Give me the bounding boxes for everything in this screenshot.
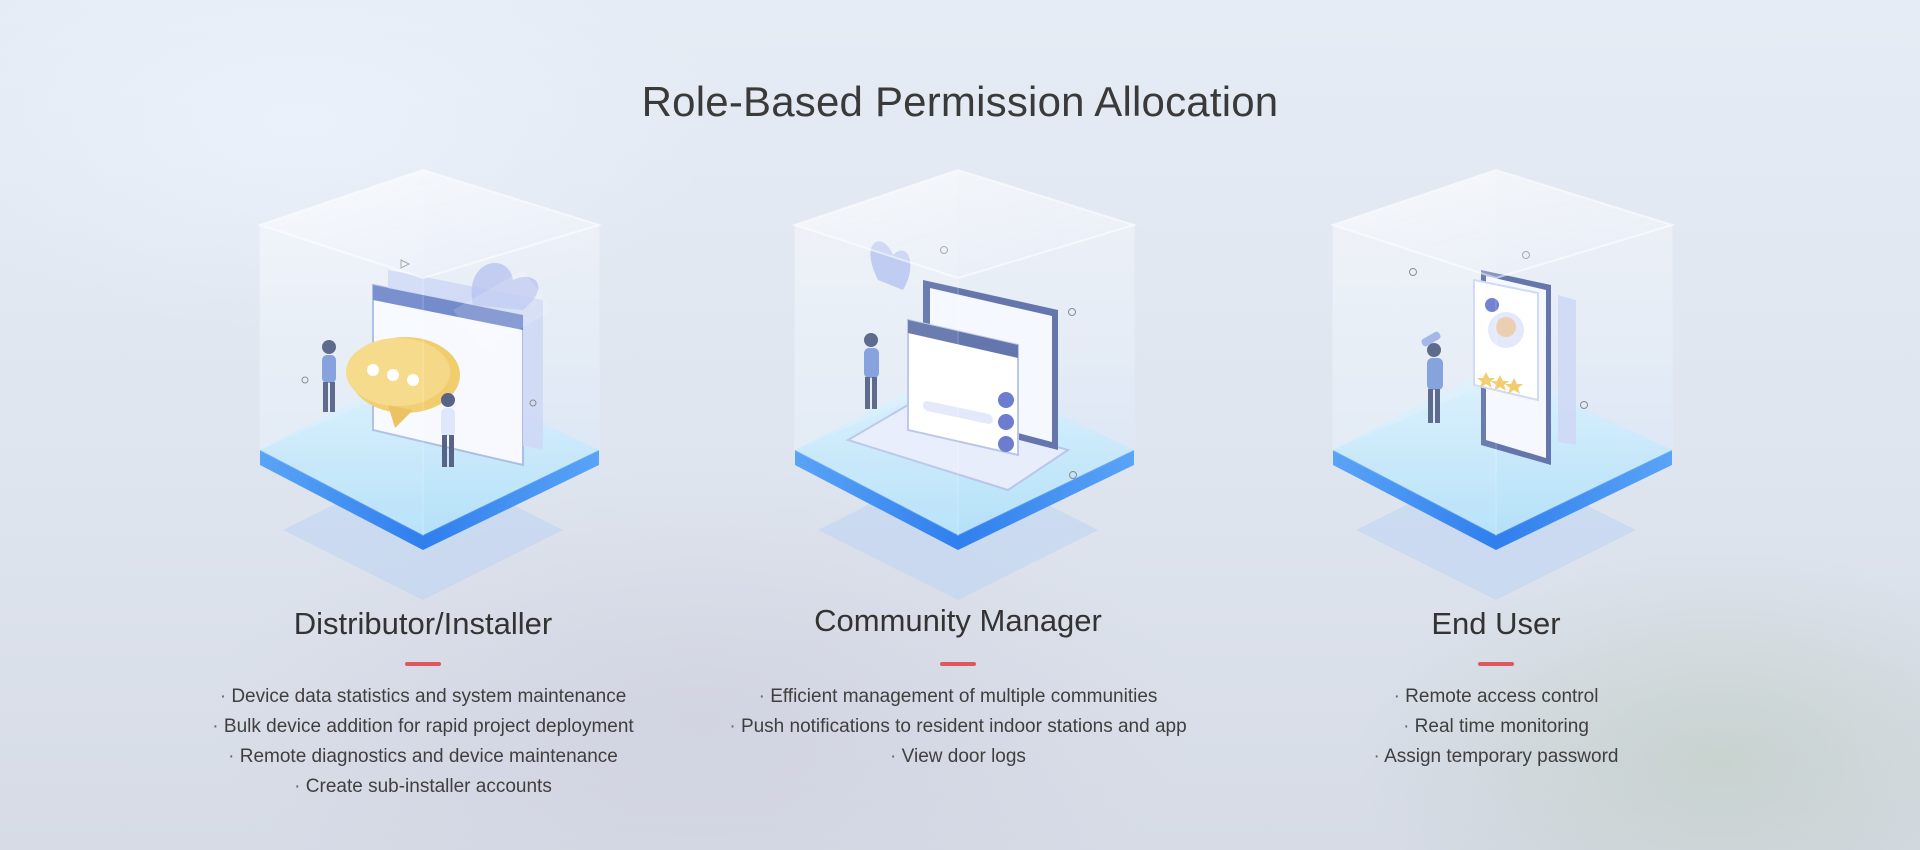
person-left-icon [322, 340, 336, 412]
feature-item: Push notifications to resident indoor st… [698, 712, 1218, 742]
feature-item: Remote diagnostics and device maintenanc… [163, 742, 683, 772]
feature-list: Device data statistics and system mainte… [163, 682, 683, 802]
cube-illustration [223, 160, 623, 600]
role-title: Distributor/Installer [293, 606, 553, 641]
browser-window-icon [372, 262, 543, 467]
chat-bubble-icon [346, 337, 460, 428]
person-icon [864, 333, 879, 409]
page-title: Role-Based Permission Allocation [641, 78, 1279, 125]
checklist-icon [907, 318, 1019, 457]
person-icon [1421, 331, 1443, 423]
phone-profile-illustration [1329, 168, 1676, 600]
feature-list: Remote access control Real time monitori… [1236, 682, 1756, 772]
role-card-end-user: End User Remote access control Real time… [1236, 160, 1756, 820]
laptop-checklist-illustration [791, 168, 1138, 600]
feature-item: Efficient management of multiple communi… [698, 682, 1218, 712]
role-title: Community Manager [814, 603, 1102, 638]
chat-window-illustration [256, 168, 603, 600]
role-title: End User [1431, 606, 1561, 641]
rating-stars-icon [1477, 372, 1523, 394]
feature-item: Real time monitoring [1236, 712, 1756, 742]
feature-item: Assign temporary password [1236, 742, 1756, 772]
role-card-distributor: Distributor/Installer Device data statis… [163, 160, 683, 820]
feature-item: Remote access control [1236, 682, 1756, 712]
cube-illustration [758, 160, 1158, 600]
role-card-community-manager: Community Manager Efficient management o… [698, 160, 1218, 820]
person-right-icon [441, 393, 455, 467]
role-divider [1478, 662, 1514, 666]
feature-item: Device data statistics and system mainte… [163, 682, 683, 712]
feature-item: View door logs [698, 742, 1218, 772]
feature-item: Bulk device addition for rapid project d… [163, 712, 683, 742]
role-divider [405, 662, 441, 666]
role-divider [940, 662, 976, 666]
profile-card-icon [1473, 278, 1539, 402]
cube-illustration [1296, 160, 1696, 600]
feature-list: Efficient management of multiple communi… [698, 682, 1218, 772]
feature-item: Create sub-installer accounts [163, 772, 683, 802]
